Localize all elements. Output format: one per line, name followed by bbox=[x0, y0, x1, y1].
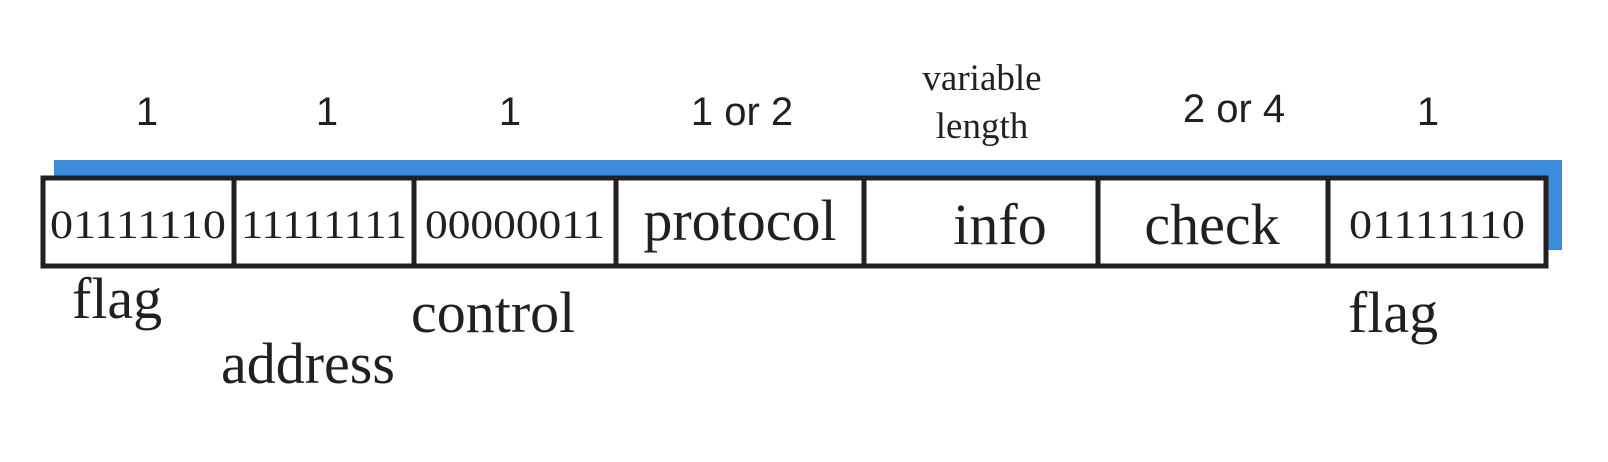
cell-value-flag-end: 01111110 bbox=[1349, 202, 1525, 247]
accent-shadow-top bbox=[54, 160, 1562, 176]
size-label-info-line1: variable bbox=[922, 58, 1041, 99]
size-label-check: 2 or 4 bbox=[1183, 87, 1285, 131]
cell-value-protocol: protocol bbox=[643, 188, 836, 253]
cell-value-flag-start: 01111110 bbox=[50, 202, 226, 247]
size-label-control: 1 bbox=[499, 90, 521, 134]
size-labels: 1 1 1 1 or 2 variable length 2 or 4 1 bbox=[136, 58, 1439, 147]
cell-control bbox=[411, 175, 619, 269]
size-label-address: 1 bbox=[316, 90, 338, 134]
cell-check bbox=[1095, 175, 1331, 269]
accent-shadow bbox=[54, 160, 1562, 250]
cell-flag-end bbox=[1325, 175, 1549, 269]
cell-value-control: 00000011 bbox=[425, 202, 605, 247]
cell-flag-start bbox=[40, 175, 237, 269]
cell-protocol bbox=[613, 175, 867, 269]
field-name-flag-end: flag bbox=[1348, 280, 1438, 345]
field-name-address: address bbox=[221, 331, 395, 396]
cell-value-address: 11111111 bbox=[241, 202, 407, 247]
size-label-flag-end: 1 bbox=[1417, 90, 1439, 134]
cell-value-info: info bbox=[953, 192, 1046, 257]
accent-shadow-right bbox=[1546, 160, 1562, 250]
size-label-flag-start: 1 bbox=[136, 90, 158, 134]
cell-info bbox=[861, 175, 1101, 269]
field-name-control: control bbox=[411, 280, 575, 345]
cell-values: 01111110 11111111 00000011 protocol info… bbox=[50, 188, 1525, 257]
size-label-protocol: 1 or 2 bbox=[691, 90, 793, 134]
frame-cells bbox=[40, 175, 1549, 269]
size-label-info-line2: length bbox=[936, 106, 1029, 147]
field-names: flag address control flag bbox=[72, 266, 1438, 396]
cell-value-check: check bbox=[1144, 192, 1279, 257]
field-name-flag-start: flag bbox=[72, 266, 162, 331]
